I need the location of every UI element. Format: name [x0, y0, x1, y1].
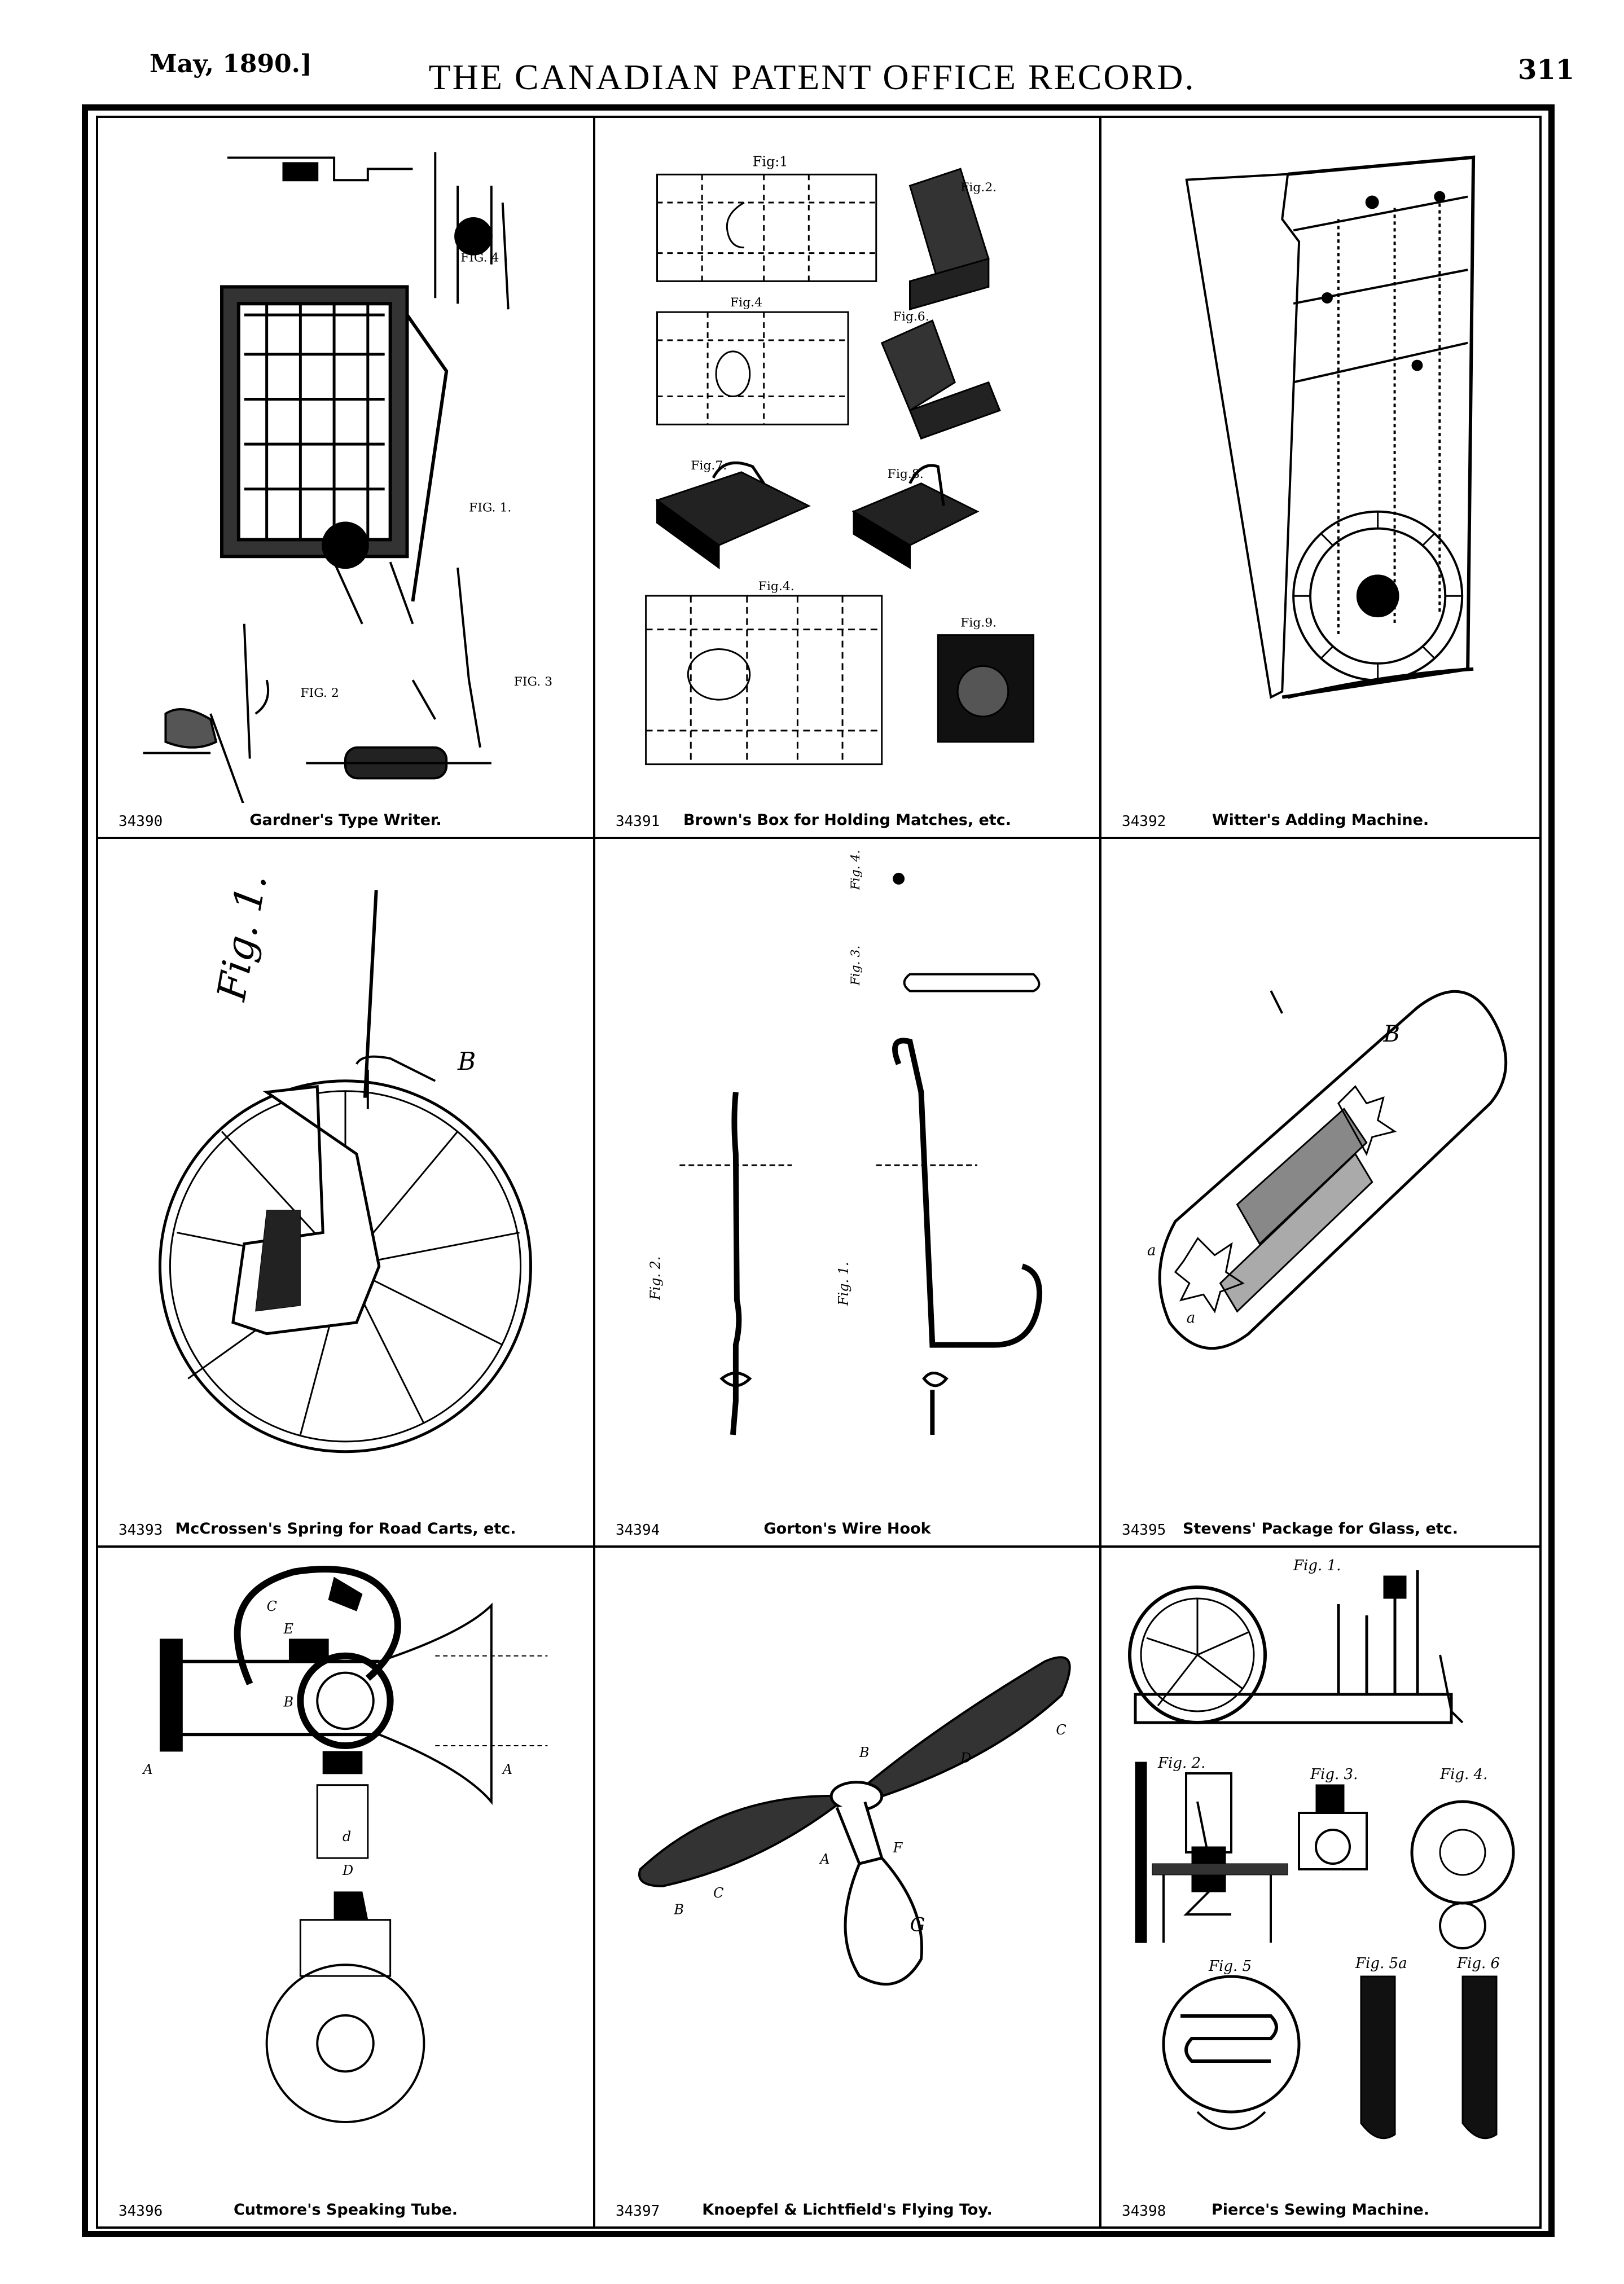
patent-number: 34397 — [616, 2203, 660, 2220]
fig-label: Fig. 4. — [1439, 1766, 1487, 1783]
patent-title: McCrossen's Spring for Road Carts, etc. — [175, 1520, 516, 1538]
patent-panel-adding-machine: 34392 Witter's Adding Machine. — [1101, 118, 1539, 839]
fig-label: Fig. 1. — [1293, 1557, 1341, 1574]
patent-title: Pierce's Sewing Machine. — [1212, 2201, 1429, 2219]
fig-label: A — [502, 1762, 512, 1777]
fig-label: Fig. 3. — [849, 945, 863, 986]
speaking-tube-illustration: C E B A A d D — [142, 1566, 548, 2123]
patent-title: Gorton's Wire Hook — [763, 1520, 931, 1538]
patent-grid: FIG. 4 FIG. 1. FIG. 2 FIG. 3 34390 Gardn… — [96, 116, 1542, 2229]
fig-label: a — [1147, 1242, 1156, 1259]
wire-hook-illustration: Fig. 4. Fig. 3. Fig. 2. Fig. 1. — [647, 850, 1043, 1435]
patent-title: Knoepfel & Lichtfield's Flying Toy. — [702, 2201, 993, 2219]
patent-number: 34391 — [616, 813, 660, 830]
fig-label: B — [859, 1745, 870, 1760]
fig-label: C — [1056, 1722, 1066, 1738]
page-header: May, 1890.] THE CANADIAN PATENT OFFICE R… — [0, 0, 1624, 113]
fig-label: FIG. 4 — [460, 251, 499, 265]
flying-toy-illustration: B C G B C F D A — [638, 1656, 1071, 1986]
fig-label: A — [819, 1851, 829, 1867]
page-number: 311 — [1518, 54, 1575, 86]
patent-panel-flying-toy: B C G B C F D A 34397 Knoepfel & Lichtfi… — [595, 1548, 1101, 2226]
fig-label: C — [713, 1885, 723, 1901]
road-cart-spring-illustration: Fig. 1. B — [159, 871, 532, 1453]
fig-label: E — [283, 1621, 294, 1637]
patent-title: Gardner's Type Writer. — [249, 811, 442, 829]
patent-number: 34398 — [1122, 2203, 1166, 2220]
patent-panel-speaking-tube: C E B A A d D 34396 Cutmore's Speaking T… — [98, 1548, 595, 2226]
panel-caption: 34396 Cutmore's Speaking Tube. — [98, 2195, 593, 2224]
patent-title: Brown's Box for Holding Matches, etc. — [683, 811, 1011, 829]
panel-caption: 34397 Knoepfel & Lichtfield's Flying Toy… — [595, 2195, 1099, 2224]
fig-label: B — [673, 1902, 684, 1918]
fig-label: D — [960, 1750, 971, 1766]
fig-label: Fig. 5 — [1208, 1958, 1252, 1975]
typewriter-illustration: FIG. 4 FIG. 1. FIG. 2 FIG. 3 — [143, 152, 552, 803]
patent-number: 34393 — [118, 1522, 163, 1539]
panel-caption: 34398 Pierce's Sewing Machine. — [1101, 2195, 1539, 2224]
patent-panel-road-cart-spring: Fig. 1. B 34393 McCrossen's Spring for R… — [98, 839, 595, 1548]
fig-label: d — [343, 1829, 351, 1844]
patent-title: Witter's Adding Machine. — [1212, 811, 1429, 829]
fig-label: C — [267, 1598, 277, 1614]
fig-label: Fig.8. — [888, 467, 924, 481]
fig-label: Fig:1 — [753, 153, 788, 169]
panel-caption: 34391 Brown's Box for Holding Matches, e… — [595, 805, 1099, 834]
patent-panel-sewing-machine: Fig. 1. Fig. 2. Fig. 3. Fig. 4. Fig. 5 F… — [1101, 1548, 1539, 2226]
fig-label: FIG. 2 — [300, 686, 339, 700]
patent-number: 34394 — [616, 1522, 660, 1539]
fig-label: a — [1187, 1310, 1195, 1327]
fig-label: Fig.4. — [758, 579, 795, 594]
patent-title: Stevens' Package for Glass, etc. — [1183, 1520, 1458, 1538]
fig-label: Fig.2. — [960, 181, 997, 195]
patent-number: 34396 — [118, 2203, 163, 2220]
fig-label: Fig.7. — [691, 459, 727, 473]
fig-label: FIG. 1. — [469, 501, 511, 515]
patent-number: 34392 — [1122, 813, 1166, 830]
fig-label: Fig. 5a — [1355, 1955, 1407, 1972]
panel-caption: 34393 McCrossen's Spring for Road Carts,… — [98, 1514, 593, 1543]
sewing-machine-illustration: Fig. 1. Fig. 2. Fig. 3. Fig. 4. Fig. 5 F… — [1128, 1557, 1515, 2140]
match-box-illustration: Fig:1 Fig.2. Fig.4 Fig.6. Fig.7. Fig.8. … — [645, 153, 1035, 766]
fig-label: Fig.6. — [893, 310, 929, 324]
fig-label: D — [342, 1863, 353, 1878]
fig-label: Fig. 3. — [1310, 1766, 1358, 1783]
fig-label: Fig. 2. — [1157, 1755, 1205, 1772]
fig-label: B — [1383, 1021, 1400, 1047]
panel-caption: 34390 Gardner's Type Writer. — [98, 805, 593, 834]
adding-machine-illustration — [1185, 155, 1476, 699]
fig-label: F — [893, 1840, 903, 1856]
fig-label: Fig.4 — [730, 296, 762, 310]
glass-package-illustration: B a a — [1147, 990, 1508, 1350]
patent-title: Cutmore's Speaking Tube. — [233, 2201, 458, 2219]
panel-caption: 34392 Witter's Adding Machine. — [1101, 805, 1539, 834]
patent-number: 34390 — [118, 813, 163, 830]
issue-date: May, 1890.] — [150, 50, 312, 78]
fig-label: B — [283, 1694, 294, 1710]
patent-panel-glass-package: B a a 34395 Stevens' Package for Glass, … — [1101, 839, 1539, 1548]
fig-label: Fig. 6 — [1456, 1955, 1500, 1972]
fig-label: Fig.9. — [960, 616, 997, 630]
patent-panel-wire-hook: Fig. 4. Fig. 3. Fig. 2. Fig. 1. 34394 Go… — [595, 839, 1101, 1548]
fig-label: Fig. 4. — [849, 850, 863, 890]
patent-panel-match-box: Fig:1 Fig.2. Fig.4 Fig.6. Fig.7. Fig.8. … — [595, 118, 1101, 839]
fig-label: Fig. 2. — [647, 1257, 663, 1301]
panel-caption: 34394 Gorton's Wire Hook — [595, 1514, 1099, 1543]
patent-number: 34395 — [1122, 1522, 1166, 1539]
fig-label: Fig. 1. — [836, 1262, 851, 1306]
publication-title: THE CANADIAN PATENT OFFICE RECORD. — [428, 57, 1196, 97]
patent-panel-typewriter: FIG. 4 FIG. 1. FIG. 2 FIG. 3 34390 Gardn… — [98, 118, 595, 839]
fig-label: FIG. 3 — [514, 675, 552, 689]
fig-label: A — [142, 1762, 153, 1777]
fig-label: Fig. 1. — [208, 871, 275, 1005]
fig-label: B — [457, 1047, 476, 1076]
fig-label: G — [910, 1914, 925, 1936]
outer-border — [82, 104, 1555, 2237]
panel-caption: 34395 Stevens' Package for Glass, etc. — [1101, 1514, 1539, 1543]
